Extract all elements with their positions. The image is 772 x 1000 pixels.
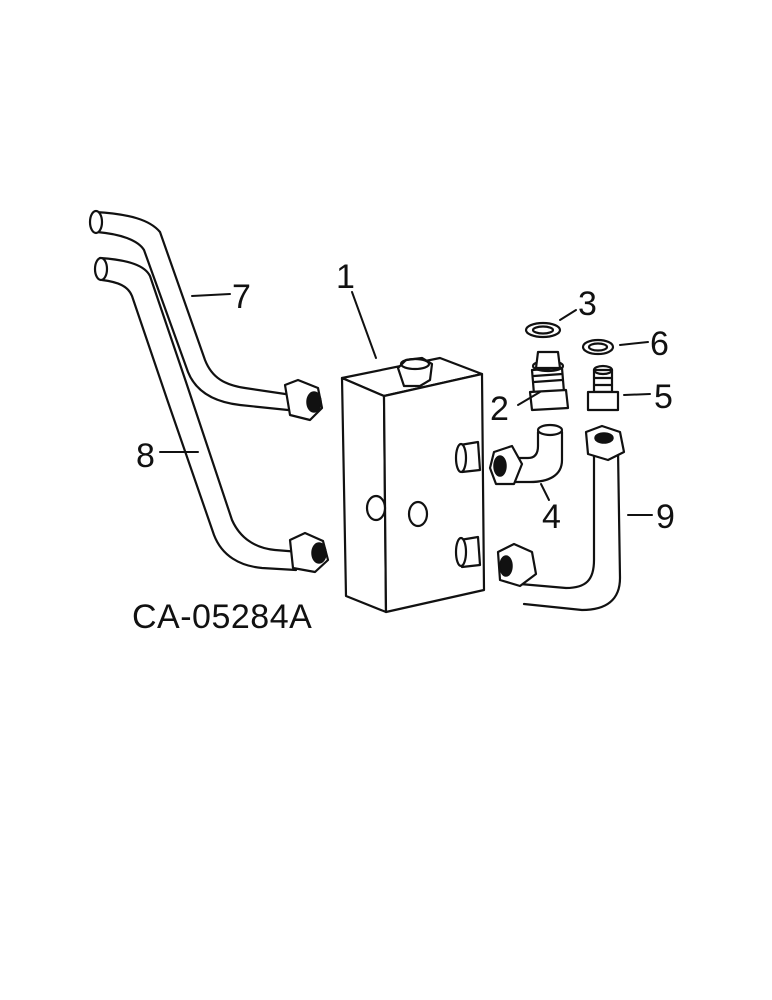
- leader-3: [559, 309, 577, 321]
- callout-8: 8: [136, 437, 155, 475]
- callout-7: 7: [232, 278, 251, 316]
- o-ring-3: [524, 321, 562, 339]
- callout-1: 1: [336, 258, 355, 296]
- valve-block-1: [340, 356, 486, 614]
- leader-1: [351, 291, 377, 359]
- tube-7: [88, 209, 324, 422]
- tube-9: [496, 424, 626, 612]
- leader-6: [619, 341, 649, 346]
- tube-8: [93, 256, 330, 574]
- callout-4: 4: [542, 498, 561, 536]
- leader-4: [540, 483, 550, 501]
- leader-5: [623, 393, 651, 396]
- leader-lines: [159, 291, 653, 516]
- callout-9: 9: [656, 498, 675, 536]
- leader-7: [191, 293, 231, 297]
- figure-id: CA-05284A: [132, 598, 312, 636]
- o-ring-6: [581, 338, 615, 356]
- fitting-5: [586, 364, 620, 412]
- callout-2: 2: [490, 390, 509, 428]
- callout-5: 5: [654, 378, 673, 416]
- leader-2: [517, 391, 541, 406]
- elbow-4: [488, 423, 564, 486]
- callout-3: 3: [578, 285, 597, 323]
- fitting-2: [528, 350, 570, 412]
- callout-6: 6: [650, 325, 669, 363]
